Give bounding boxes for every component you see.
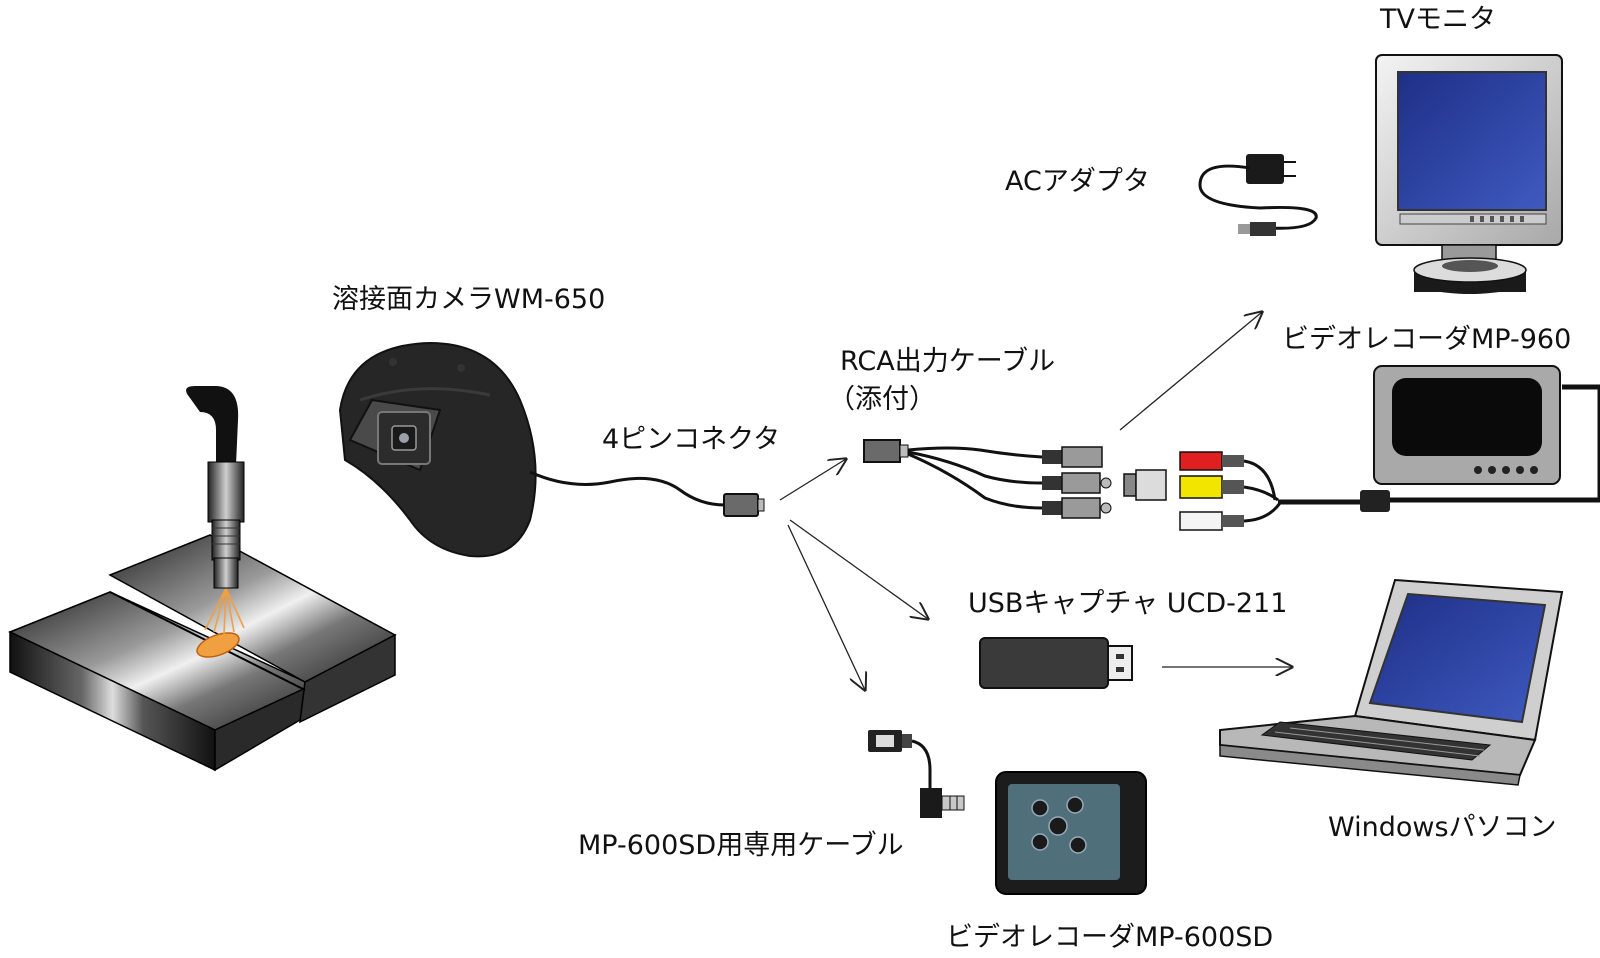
usb-capture-label: USBキャプチャ UCD-211	[968, 588, 1288, 619]
arrow-to-usb	[789, 519, 928, 619]
pin-connector-label: 4ピンコネクタ	[602, 424, 781, 455]
4-pin-connector-icon	[723, 493, 765, 517]
welding-torch-icon	[8, 386, 397, 772]
rca-plugs-icon	[1123, 384, 1600, 531]
rca-cable-icon	[863, 439, 1112, 519]
laptop-icon	[1219, 578, 1564, 786]
usb-capture-stick-icon	[979, 637, 1133, 689]
mp600-cable-label: MP-600SD用専用ケーブル	[578, 830, 904, 861]
rca-cable-note: （添付）	[828, 384, 936, 415]
recorder-960-label: ビデオレコーダMP-960	[1282, 324, 1572, 355]
welding-helmet-camera-icon	[338, 341, 537, 558]
video-recorder-icon	[1373, 365, 1561, 485]
arrow-to-mp600	[787, 524, 865, 690]
recorder-600-label: ビデオレコーダMP-600SD	[946, 922, 1274, 953]
rca-cable-label: RCA出力ケーブル	[840, 346, 1056, 377]
pc-label: Windowsパソコン	[1328, 812, 1557, 843]
arrow-to-tv	[1119, 312, 1262, 431]
helmet-camera-label: 溶接面カメラWM-650	[332, 284, 606, 315]
tv-monitor-icon	[1375, 54, 1563, 294]
ac-adapter-icon	[1198, 154, 1318, 236]
arrow-to-rca	[779, 459, 846, 501]
portable-recorder-icon	[995, 771, 1147, 895]
ac-adapter-label: ACアダプタ	[1005, 166, 1150, 197]
mp600-cable-icon	[868, 730, 965, 818]
tv-monitor-label: TVモニタ	[1380, 4, 1496, 35]
